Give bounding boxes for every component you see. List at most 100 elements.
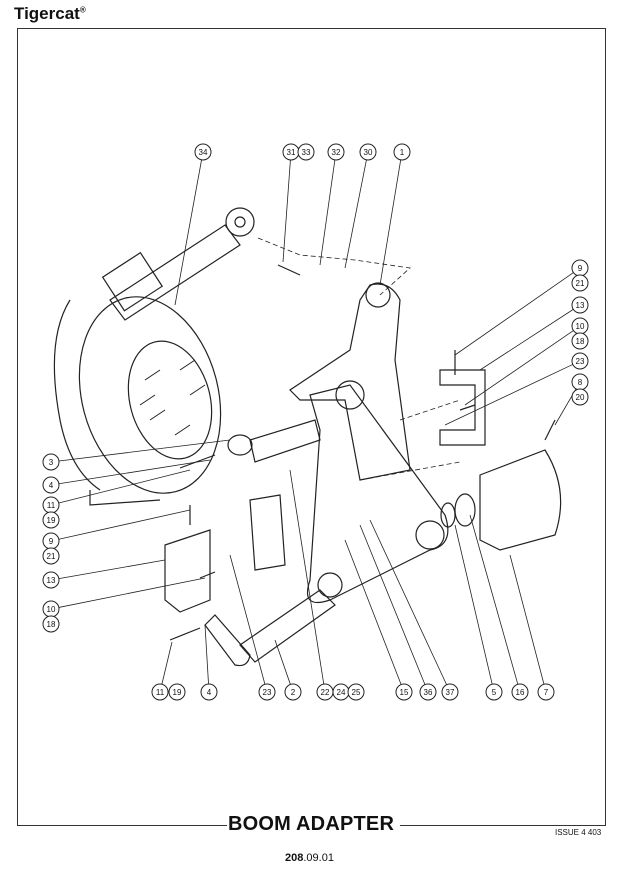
frame-divider — [17, 825, 227, 826]
callout-bottom: 7 — [509, 554, 555, 701]
callout-number: 23 — [263, 688, 272, 697]
leader-line — [282, 159, 291, 263]
leader-line — [369, 519, 447, 685]
callout-left: 3 — [42, 439, 231, 471]
callout-bottom: 5 — [454, 524, 503, 701]
leader-line — [58, 469, 191, 504]
callout-top: 30 — [344, 143, 377, 269]
callout-circle — [485, 683, 503, 701]
callout-number: 9 — [578, 264, 583, 273]
callout-number: 13 — [47, 576, 56, 585]
leader-line — [469, 514, 519, 685]
rotator-disc — [78, 296, 222, 494]
callout-circle — [393, 143, 411, 161]
callout-number: 30 — [364, 148, 373, 157]
callout-circle — [284, 683, 302, 701]
parts-drawing — [53, 207, 562, 667]
callout-bottom: 4 — [200, 624, 218, 701]
frame-divider — [400, 825, 605, 826]
callout-bottom: 16 — [469, 514, 529, 701]
callout-number: 34 — [199, 148, 208, 157]
callout-bottom: 11 — [151, 641, 173, 701]
callout-left: 10 — [42, 577, 206, 618]
callout-circle — [441, 683, 459, 701]
callout-circle — [42, 453, 60, 471]
callout-bottom: 23 — [229, 554, 276, 701]
leader-line — [454, 524, 493, 685]
callout-circle — [327, 143, 345, 161]
cylinder-eye — [225, 207, 255, 237]
callout-number: 7 — [544, 688, 549, 697]
brand-name: Tigercat — [14, 4, 80, 23]
brand-logo: Tigercat® — [14, 4, 86, 24]
callout-circle — [395, 683, 413, 701]
callout-number: 11 — [47, 501, 56, 510]
callout-number: 15 — [400, 688, 409, 697]
callout-circle — [151, 683, 169, 701]
leader-line — [479, 309, 574, 371]
callout-circle — [511, 683, 529, 701]
callout-circle — [571, 388, 589, 406]
page-subsection: .09.01 — [303, 852, 334, 864]
lower-pin — [239, 589, 336, 663]
callout-number: 21 — [576, 279, 585, 288]
callout-number: 19 — [173, 688, 182, 697]
leader-line — [379, 159, 402, 286]
callout-number: 13 — [576, 301, 585, 310]
callout-circle — [258, 683, 276, 701]
callout-number: 16 — [516, 688, 525, 697]
callout-number: 21 — [47, 552, 56, 561]
callout-left: 13 — [42, 559, 166, 589]
callout-right: 9 — [454, 259, 589, 356]
callout-number: 4 — [207, 688, 212, 697]
callout-number: 4 — [49, 481, 54, 490]
callout-left: 11 — [42, 469, 191, 514]
callout-circle — [571, 332, 589, 350]
callout-left: 18 — [42, 615, 60, 633]
callout-number: 8 — [578, 378, 583, 387]
callout-number: 10 — [47, 605, 56, 614]
callout-circle — [297, 143, 315, 161]
callout-number: 37 — [446, 688, 455, 697]
callout-number: 10 — [576, 322, 585, 331]
callout-right: 23 — [444, 352, 589, 426]
callout-bottom: 37 — [369, 519, 459, 701]
page-section: 208 — [285, 852, 304, 864]
callout-left: 19 — [42, 511, 60, 529]
callout-right: 10 — [464, 317, 589, 406]
leader-line — [509, 554, 545, 685]
callout-bottom: 15 — [344, 539, 413, 701]
callout-circle — [194, 143, 212, 161]
callout-number: 23 — [576, 357, 585, 366]
leader-line — [444, 364, 573, 426]
leader-line — [454, 272, 574, 356]
callout-number: 9 — [49, 537, 54, 546]
issue-number: ISSUE 4 403 — [555, 828, 602, 837]
leader-line — [359, 524, 426, 685]
callout-circle — [200, 683, 218, 701]
leader-line — [229, 554, 266, 685]
registered-mark: ® — [79, 5, 86, 15]
callout-bottom: 2 — [274, 639, 302, 701]
callout-circle — [571, 352, 589, 370]
callout-top: 1 — [379, 143, 411, 286]
callout-number: 19 — [47, 516, 56, 525]
leader-line — [464, 330, 574, 406]
leader-line — [161, 641, 173, 685]
cylinder — [109, 224, 241, 321]
callout-bottom: 24 — [332, 683, 350, 701]
cover-plate — [479, 449, 562, 551]
leader-line — [289, 469, 325, 685]
leader-line — [344, 539, 402, 685]
callout-top: 34 — [174, 143, 212, 306]
callout-circle — [571, 274, 589, 292]
adapter-plate — [306, 384, 449, 604]
callout-number: 5 — [492, 688, 497, 697]
leader-line — [204, 624, 209, 685]
callout-number: 18 — [47, 620, 56, 629]
callout-number: 32 — [332, 148, 341, 157]
callout-circle — [419, 683, 437, 701]
leader-line — [319, 159, 336, 266]
